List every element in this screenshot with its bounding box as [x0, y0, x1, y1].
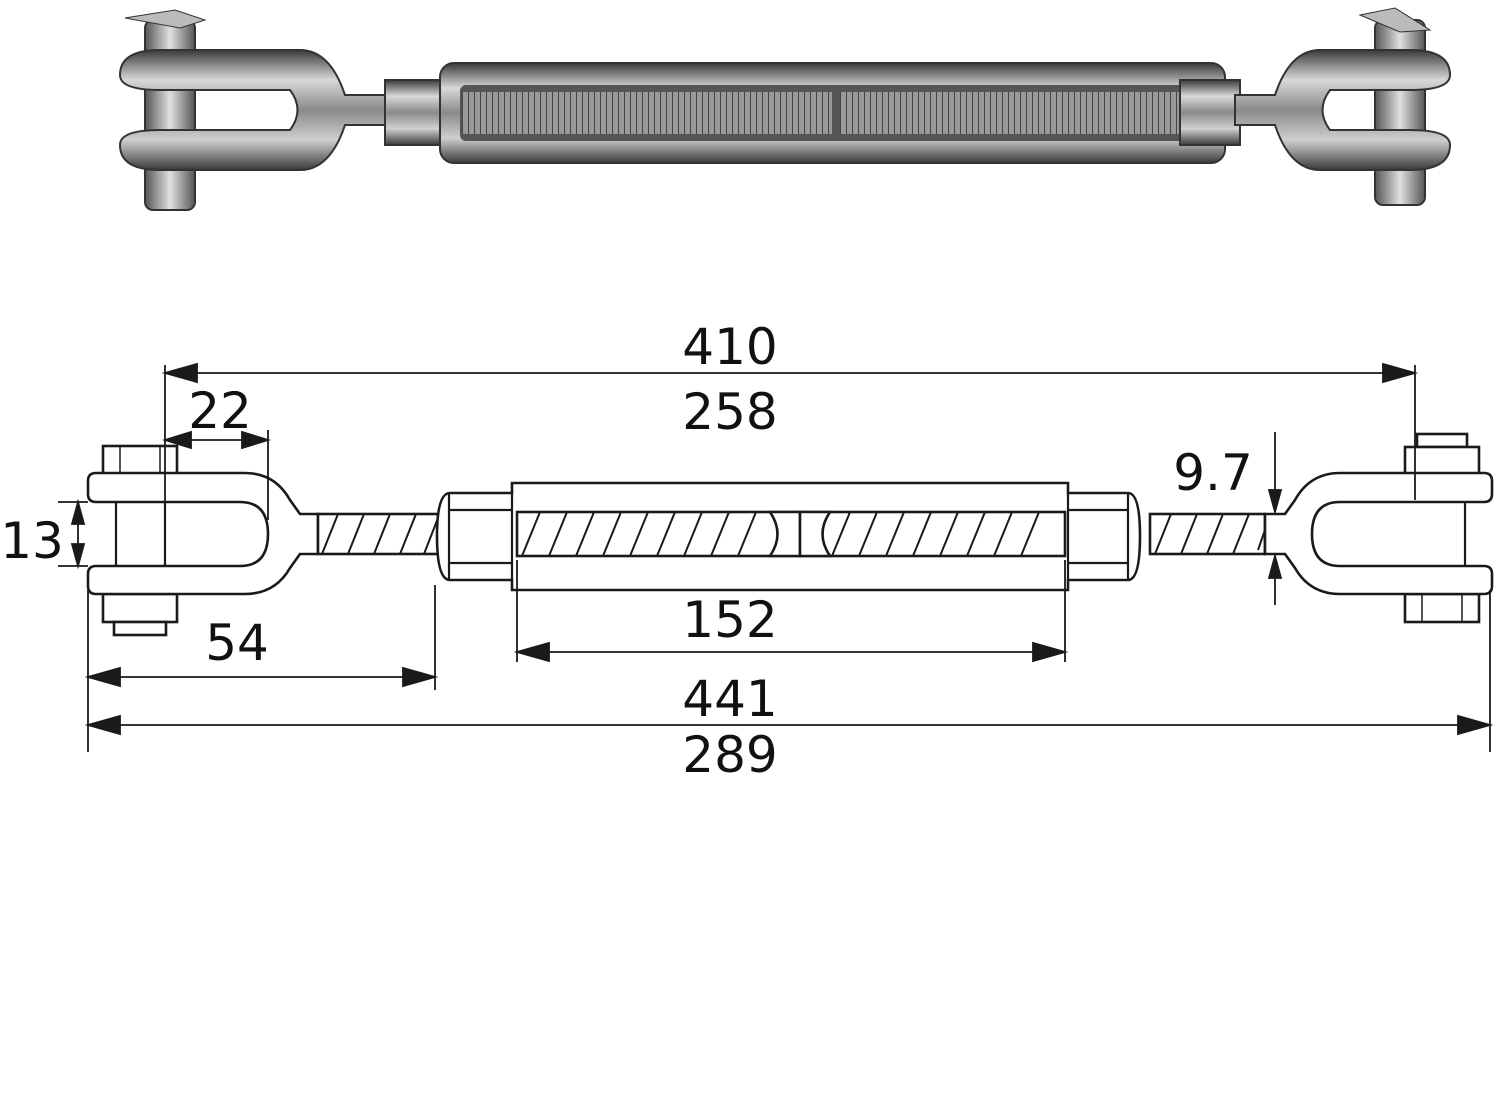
hatch-line [737, 511, 757, 557]
left-jaw [86, 444, 320, 637]
turnbuckle-photo [118, 7, 1452, 211]
turnbuckle-body [435, 481, 1142, 592]
right-jaw [1263, 432, 1494, 624]
dim-9-7: 9.7 [1173, 444, 1253, 502]
dim-152: 152 [682, 591, 777, 649]
photo-right-jaw [1234, 7, 1452, 206]
hatch-line [656, 511, 676, 557]
hatch-line [602, 511, 622, 557]
right-threaded-rod [1148, 512, 1267, 556]
dimension-lines [58, 362, 1494, 752]
left-threaded-rod [316, 512, 440, 556]
hatch-line [831, 511, 851, 557]
dim-258: 258 [682, 383, 777, 441]
technical-drawing: 410 258 22 13 54 152 441 289 9.7 [0, 318, 1494, 784]
hatch-line [710, 511, 730, 557]
hatch-line [683, 511, 703, 557]
hatch-line [912, 511, 932, 557]
hatch-line [993, 511, 1013, 557]
dim-410: 410 [682, 318, 777, 376]
dim-289: 289 [682, 726, 777, 784]
hatch-line [1020, 511, 1040, 557]
dim-441: 441 [682, 670, 777, 728]
dim-22: 22 [188, 382, 252, 440]
photo-left-jaw [118, 9, 391, 211]
photo-body [439, 62, 1226, 164]
hatch-line [939, 511, 959, 557]
dim-13: 13 [0, 512, 64, 570]
hatch-line [575, 511, 595, 557]
hatch-line [521, 511, 541, 557]
hatch-line [629, 511, 649, 557]
hatch-line [966, 511, 986, 557]
hatch-line [548, 511, 568, 557]
hatch-line [858, 511, 878, 557]
dim-54: 54 [205, 614, 269, 672]
hatch-line [885, 511, 905, 557]
